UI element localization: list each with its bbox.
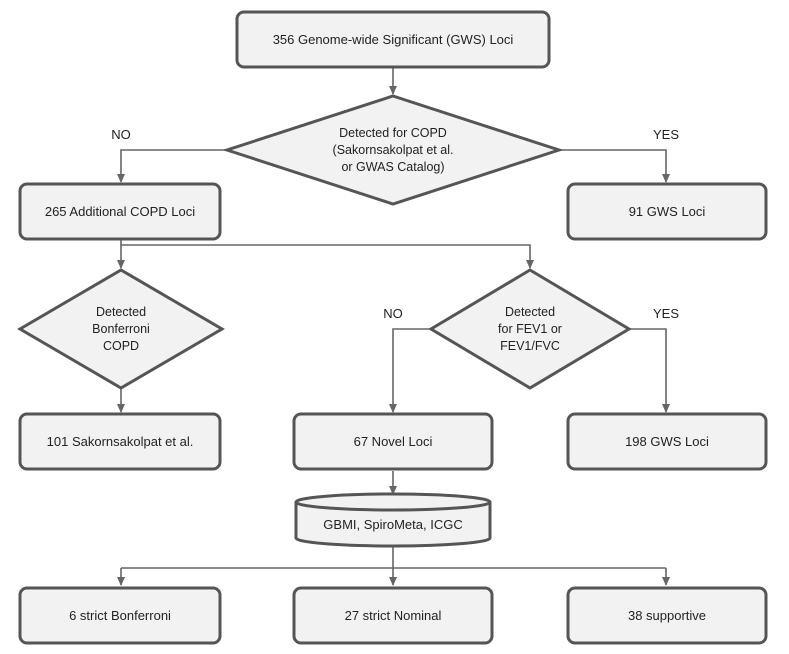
decision-copd: Detected for COPD (Sakornsakolpat et al.… (222, 94, 564, 206)
decision-fev-line-1: Detected (505, 305, 555, 319)
node-gws-91: 91 GWS Loci (566, 182, 768, 241)
node-strict-nominal: 27 strict Nominal (292, 586, 494, 645)
decision-bonferroni: Detected Bonferroni COPD (17, 268, 225, 390)
label-copd-yes: YES (653, 127, 679, 142)
edge-fev-yes (629, 328, 670, 413)
edge-fev-no (389, 328, 431, 413)
node-root-label: 356 Genome-wide Significant (GWS) Loci (273, 32, 514, 47)
node-sakornsakolpat-101-label: 101 Sakornsakolpat et al. (47, 434, 194, 449)
label-copd-no: NO (111, 127, 131, 142)
node-root: 356 Genome-wide Significant (GWS) Loci (235, 10, 551, 69)
decision-bonferroni-line-2: Bonferroni (92, 322, 150, 336)
edge-copd-no (117, 149, 227, 183)
edge-datasets-split (121, 546, 666, 569)
node-supportive: 38 supportive (566, 586, 768, 645)
node-novel-67: 67 Novel Loci (292, 412, 494, 471)
node-strict-nominal-label: 27 strict Nominal (345, 608, 442, 623)
node-gws-198: 198 GWS Loci (566, 412, 768, 471)
node-supportive-label: 38 supportive (628, 608, 706, 623)
label-fev-yes: YES (653, 306, 679, 321)
decision-bonferroni-line-3: COPD (103, 339, 139, 353)
edges (117, 68, 670, 586)
decision-copd-line-3: or GWAS Catalog) (341, 160, 444, 174)
decision-fev-line-3: FEV1/FVC (500, 339, 560, 353)
decision-copd-line-2: (Sakornsakolpat et al. (333, 143, 454, 157)
node-gws-198-label: 198 GWS Loci (625, 434, 709, 449)
node-gws-91-label: 91 GWS Loci (629, 204, 706, 219)
decision-fev: Detected for FEV1 or FEV1/FVC (428, 268, 632, 390)
node-sakornsakolpat-101: 101 Sakornsakolpat et al. (18, 412, 222, 471)
node-strict-bonferroni: 6 strict Bonferroni (18, 586, 222, 645)
label-fev-no: NO (383, 306, 403, 321)
node-datasets-database: GBMI, SpiroMeta, ICGC (294, 492, 492, 548)
decision-copd-line-1: Detected for COPD (339, 126, 447, 140)
node-strict-bonferroni-label: 6 strict Bonferroni (69, 608, 171, 623)
edge-copd-yes (559, 149, 670, 183)
node-additional-copd: 265 Additional COPD Loci (18, 182, 222, 241)
edge-additional-to-fev (121, 244, 534, 269)
node-novel-67-label: 67 Novel Loci (354, 434, 433, 449)
node-additional-copd-label: 265 Additional COPD Loci (45, 204, 195, 219)
decision-fev-line-2: for FEV1 or (498, 322, 562, 336)
decision-bonferroni-line-1: Detected (96, 305, 146, 319)
node-datasets-label: GBMI, SpiroMeta, ICGC (323, 517, 462, 532)
